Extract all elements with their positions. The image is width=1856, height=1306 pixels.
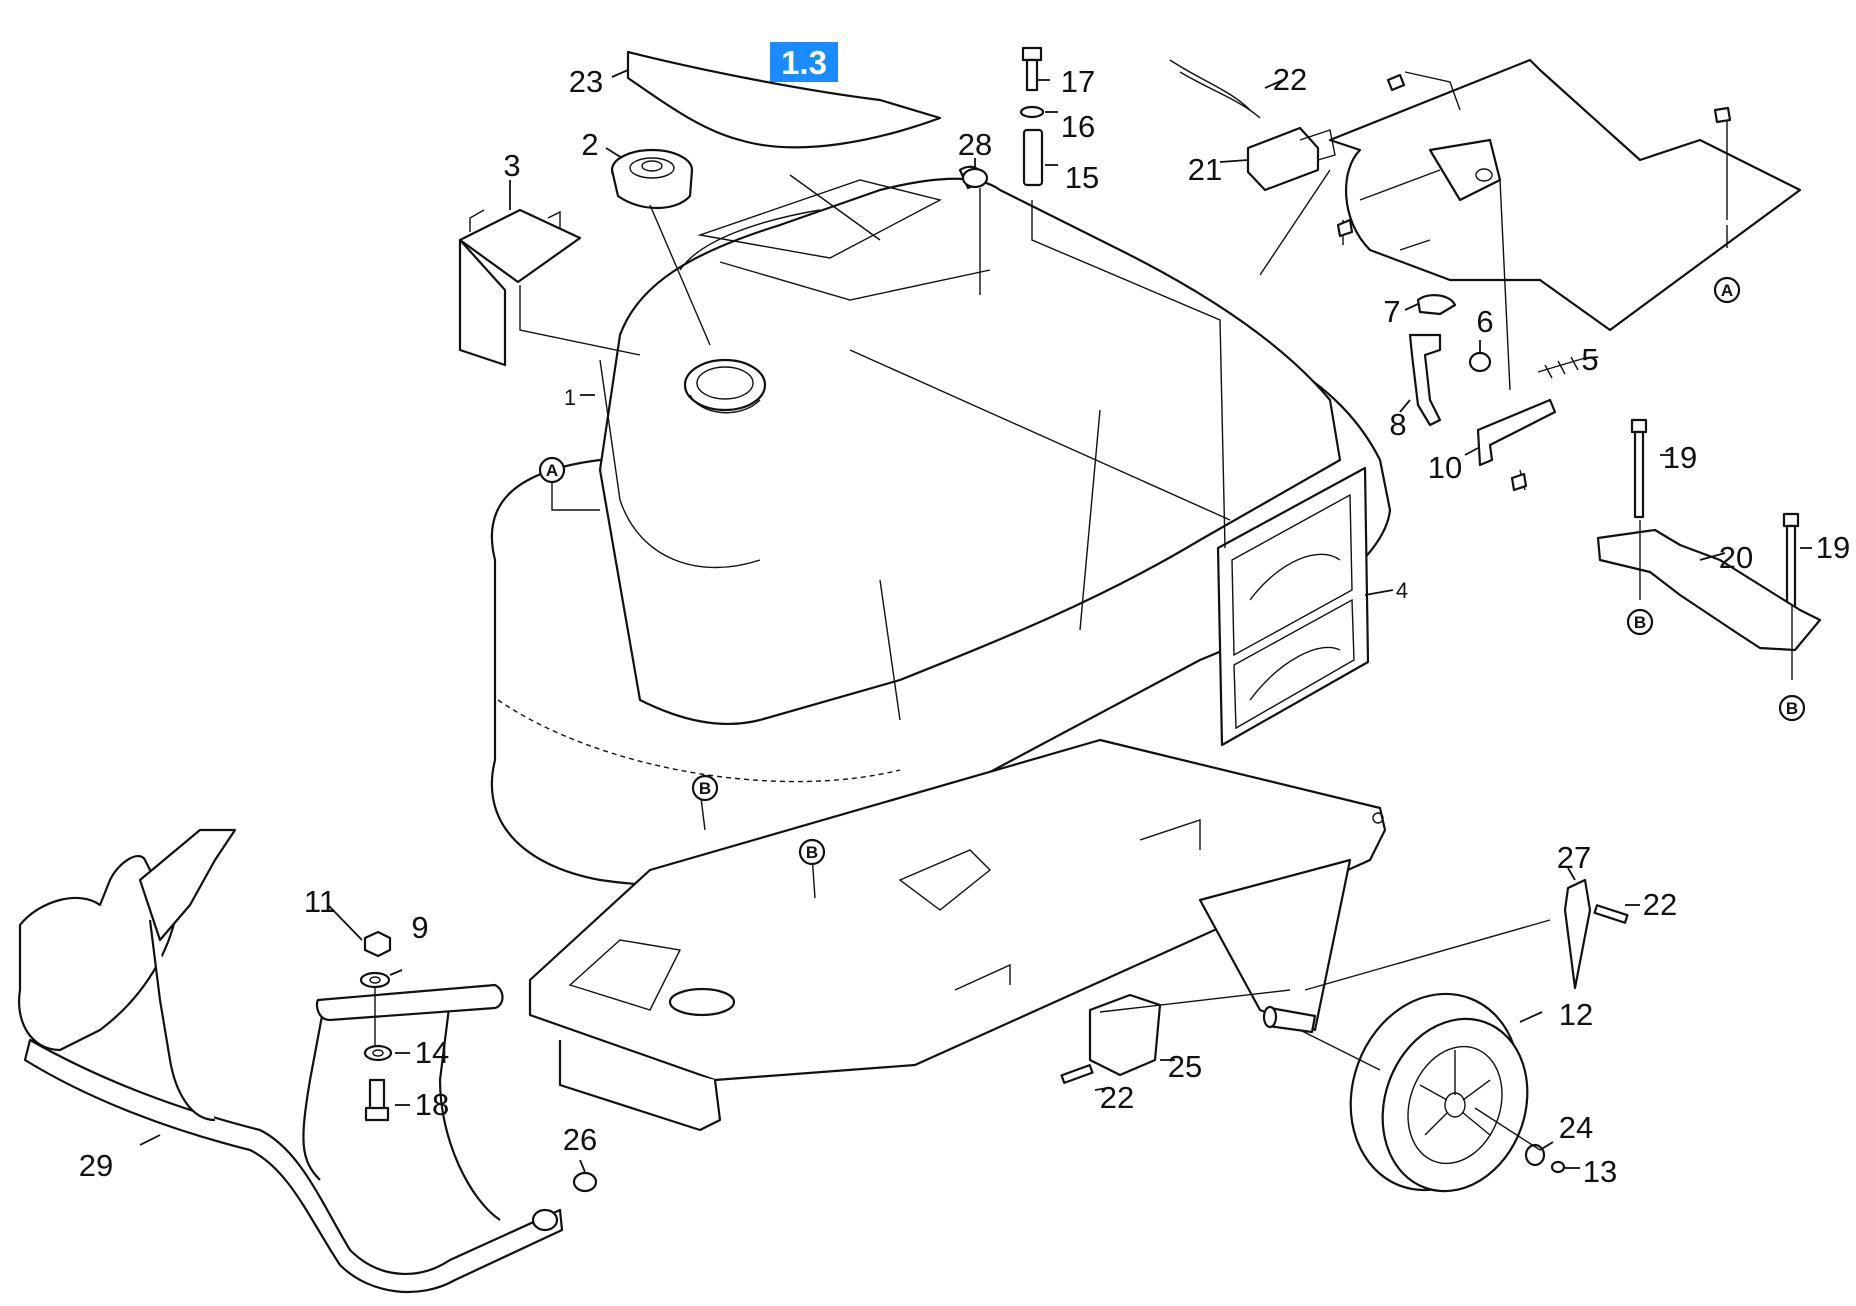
part-16-washer [1019, 105, 1045, 119]
label-4: 4 [1396, 578, 1408, 603]
marker-b-housing-2: B [798, 838, 826, 866]
label-16: 16 [1061, 109, 1095, 144]
label-29: 29 [79, 1148, 113, 1183]
label-25: 25 [1168, 1049, 1202, 1084]
part-2-cap [610, 148, 694, 210]
label-7: 7 [1383, 294, 1400, 329]
part-23-seal [626, 50, 942, 149]
marker-a-left-text: A [546, 461, 558, 480]
part-24-washer [1524, 1143, 1546, 1167]
label-24: 24 [1559, 1110, 1593, 1145]
section-badge-text: 1.3 [781, 44, 827, 81]
label-23: 23 [569, 64, 603, 99]
part-19-bolt-left [1630, 418, 1648, 519]
marker-b-housing-1-text: B [699, 779, 711, 798]
marker-b-plate-left-text: B [1634, 613, 1646, 632]
label-14: 14 [415, 1035, 449, 1070]
marker-b-plate-right-text: B [1786, 699, 1798, 718]
marker-b-housing-1: B [691, 774, 719, 802]
part-5-spring [1537, 356, 1586, 379]
part-number-labels: 23 2 3 1 28 17 16 15 22 21 7 6 5 8 10 19… [79, 62, 1850, 1189]
marker-b-housing-2-text: B [806, 843, 818, 862]
part-9-washer [359, 971, 391, 989]
marker-b-plate-right: B [1778, 694, 1806, 722]
part-29-handle-frame [17, 828, 564, 1294]
part-6-bushing [1468, 351, 1492, 373]
part-25-capacitor [1088, 993, 1162, 1077]
label-21: 21 [1188, 152, 1222, 187]
label-20: 20 [1719, 540, 1753, 575]
label-1: 1 [564, 385, 576, 410]
label-19-left: 19 [1663, 440, 1697, 475]
part-13-clip [1550, 1160, 1566, 1174]
leader-lines [139, 69, 1812, 1173]
label-27: 27 [1557, 840, 1591, 875]
chassis-frame [528, 738, 1387, 1132]
marker-a-right-text: A [1721, 281, 1733, 300]
label-12: 12 [1559, 997, 1593, 1032]
part-19-bolt-right [1782, 512, 1800, 608]
part-11-nut [363, 930, 392, 958]
part-7-knob [1416, 294, 1457, 316]
axle [1262, 1005, 1317, 1034]
label-13: 13 [1583, 1154, 1617, 1189]
label-9: 9 [411, 910, 428, 945]
part-26-plug [572, 1171, 598, 1193]
part-8-lever [1408, 333, 1442, 427]
part-17-bolt [1021, 46, 1043, 92]
cover-plate [1328, 58, 1802, 332]
marker-a-right: A [1713, 276, 1741, 304]
part-22-screw-right [1593, 904, 1629, 924]
label-6: 6 [1476, 304, 1493, 339]
label-26: 26 [563, 1122, 597, 1157]
part-15-sleeve [1022, 128, 1044, 187]
label-28: 28 [958, 127, 992, 162]
small-screws [1336, 73, 1732, 492]
part-22-screw-lower [1060, 1064, 1094, 1084]
part-18-bolt [364, 1078, 390, 1122]
label-11: 11 [304, 884, 336, 919]
label-19-right: 19 [1816, 530, 1850, 565]
label-22-lower: 22 [1100, 1080, 1134, 1115]
part-27-clip [1563, 878, 1592, 990]
label-5: 5 [1581, 342, 1598, 377]
part-4-label-panel [1216, 466, 1370, 747]
label-18: 18 [415, 1087, 449, 1122]
label-22-top: 22 [1273, 62, 1307, 97]
label-8: 8 [1389, 407, 1406, 442]
part-14-washer [363, 1044, 393, 1062]
part-1-housing [490, 165, 1392, 887]
section-badge: 1.3 [770, 42, 838, 82]
marker-b-plate-left: B [1626, 608, 1654, 636]
part-20-plate [1596, 528, 1822, 652]
part-12-wheel [1349, 992, 1529, 1193]
label-2: 2 [581, 127, 598, 162]
label-17: 17 [1061, 64, 1095, 99]
part-3-bracket [458, 208, 582, 367]
part-21-switch [1169, 59, 1336, 192]
marker-a-left: A [538, 456, 566, 484]
part-28-grommet [961, 167, 989, 189]
label-15: 15 [1065, 160, 1099, 195]
label-10: 10 [1428, 450, 1462, 485]
label-3: 3 [503, 148, 520, 183]
label-22-right: 22 [1643, 887, 1677, 922]
